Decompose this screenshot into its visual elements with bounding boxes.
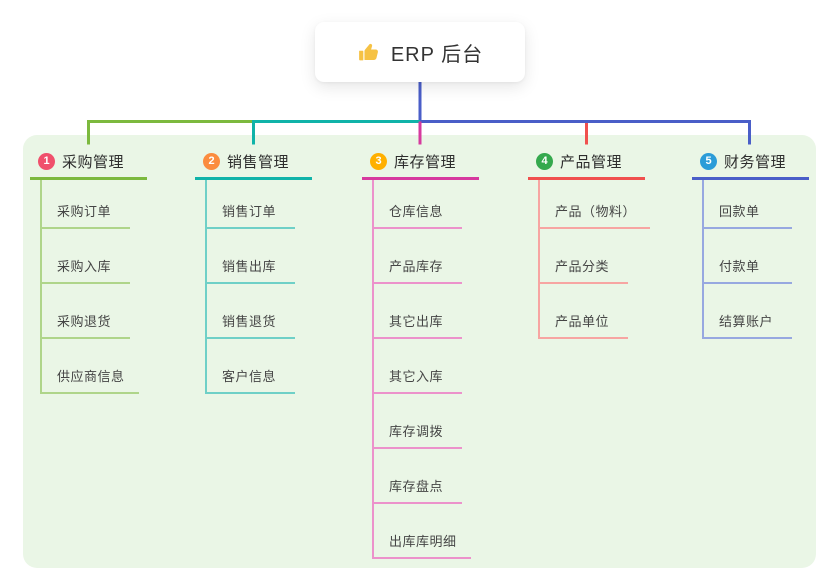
branch-number-badge: 1 (38, 152, 55, 170)
branch-title: 销售管理 (227, 153, 290, 171)
child-node: 库存调拨 (374, 394, 462, 449)
branch-title: 库存管理 (394, 153, 457, 171)
child-node: 库存盘点 (374, 449, 462, 504)
branch-number-badge: 3 (370, 152, 387, 170)
branch-children: 仓库信息产品库存其它出库其它入库库存调拨库存盘点出库库明细 (372, 180, 479, 559)
child-node: 回款单 (704, 180, 792, 229)
child-node: 客户信息 (207, 339, 295, 394)
branch-4: 4 产品管理 产品（物料）产品分类产品单位 (528, 145, 651, 339)
child-node: 销售订单 (207, 180, 295, 229)
child-node: 出库库明细 (374, 504, 471, 559)
child-node: 仓库信息 (374, 180, 462, 229)
child-node: 采购入库 (42, 229, 130, 284)
branch-header: 1 采购管理 (30, 145, 147, 180)
child-node: 采购退货 (42, 284, 130, 339)
branch-title: 产品管理 (560, 153, 623, 171)
child-node: 销售出库 (207, 229, 295, 284)
branch-header: 5 财务管理 (692, 145, 809, 180)
branch-children: 产品（物料）产品分类产品单位 (538, 180, 651, 339)
branch-number-badge: 2 (203, 152, 220, 170)
branch-children: 回款单付款单结算账户 (702, 180, 809, 339)
branch-header: 4 产品管理 (528, 145, 645, 180)
child-node: 供应商信息 (42, 339, 139, 394)
branch-2: 2 销售管理 销售订单销售出库销售退货客户信息 (195, 145, 312, 394)
child-node: 产品分类 (540, 229, 628, 284)
child-node: 付款单 (704, 229, 792, 284)
branch-title: 采购管理 (62, 153, 125, 171)
child-node: 销售退货 (207, 284, 295, 339)
root-node: ERP 后台 (315, 22, 525, 82)
child-node: 产品（物料） (540, 180, 651, 229)
child-node: 其它出库 (374, 284, 462, 339)
branch-5: 5 财务管理 回款单付款单结算账户 (692, 145, 809, 339)
root-label: ERP 后台 (390, 43, 484, 66)
branch-number-badge: 5 (700, 152, 717, 170)
child-node: 产品库存 (374, 229, 462, 284)
branch-children: 销售订单销售出库销售退货客户信息 (205, 180, 312, 394)
branch-number-badge: 4 (536, 152, 553, 170)
child-node: 产品单位 (540, 284, 628, 339)
branch-header: 2 销售管理 (195, 145, 312, 180)
branch-header: 3 库存管理 (362, 145, 479, 180)
child-node: 采购订单 (42, 180, 130, 229)
branch-1: 1 采购管理 采购订单采购入库采购退货供应商信息 (30, 145, 147, 394)
child-node: 结算账户 (704, 284, 792, 339)
branch-3: 3 库存管理 仓库信息产品库存其它出库其它入库库存调拨库存盘点出库库明细 (362, 145, 479, 559)
mindmap-panel (23, 135, 816, 568)
branch-title: 财务管理 (724, 153, 787, 171)
thumbs-up-icon (357, 41, 380, 64)
branch-children: 采购订单采购入库采购退货供应商信息 (40, 180, 147, 394)
child-node: 其它入库 (374, 339, 462, 394)
